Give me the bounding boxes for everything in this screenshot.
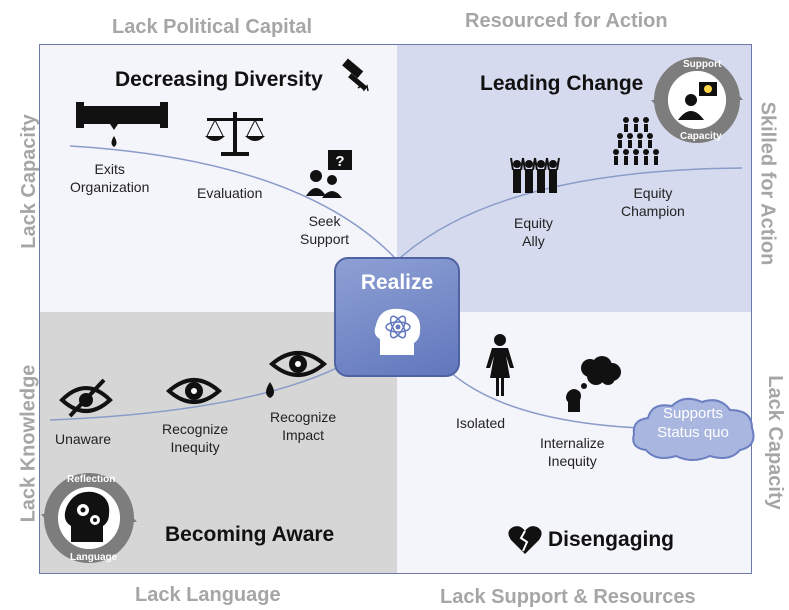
outer-label-top-right: Resourced for Action	[465, 10, 668, 32]
broken-heart-icon	[508, 526, 542, 554]
diagram-frame	[39, 44, 752, 574]
ring-label-language: Language	[70, 552, 118, 563]
eye-icon	[165, 378, 223, 404]
stage-line: Evaluation	[197, 185, 263, 201]
thinking-person-icon	[566, 356, 621, 412]
ring-label-capacity: Capacity	[680, 131, 722, 142]
stage-equity-ally: Equity Ally	[514, 214, 553, 250]
atom-head-icon	[374, 308, 421, 355]
stage-line: Recognize	[270, 409, 337, 425]
svg-text:?: ?	[335, 153, 344, 170]
gavel-icon	[342, 58, 369, 92]
stage-line: Equity	[633, 185, 673, 201]
stage-line: Seek	[308, 213, 341, 229]
stage-exits-organization: Exits Organization	[70, 160, 149, 196]
stage-line: Inequity	[547, 453, 597, 469]
center-realize-box: Realize	[334, 257, 460, 377]
stage-line: Organization	[70, 179, 150, 195]
idea-person-icon	[651, 57, 743, 143]
cloud-icon	[632, 397, 755, 461]
outer-label-bottom-left: Lack Language	[135, 584, 281, 606]
stage-line: Unaware	[55, 431, 112, 447]
outer-label-top-left: Lack Political Capital	[112, 16, 313, 38]
stage-line: Recognize	[162, 421, 229, 437]
title-decreasing-diversity: Decreasing Diversity	[115, 68, 323, 91]
title-disengaging: Disengaging	[548, 528, 675, 551]
stage-line: Exits	[94, 161, 125, 177]
scales-icon	[205, 112, 265, 156]
stage-line: Support	[300, 231, 350, 247]
stage-unaware: Unaware	[55, 430, 111, 448]
title-becoming-aware: Becoming Aware	[165, 523, 335, 546]
group-raising-hands-icon	[510, 157, 560, 193]
ring-label-reflection: Reflection	[67, 474, 116, 485]
leaking-pipe-icon	[76, 102, 168, 147]
stage-line: Impact	[282, 427, 325, 443]
stage-seek-support: Seek Support	[300, 212, 349, 248]
cloud-supports-status-quo: Supports Status quo	[630, 404, 756, 442]
stage-evaluation: Evaluation	[197, 184, 262, 202]
stage-internalize-inequity: Internalize Inequity	[540, 434, 605, 470]
stage-line: Isolated	[456, 415, 506, 431]
question-people-icon: ?	[306, 150, 352, 198]
stage-equity-champion: Equity Champion	[621, 184, 685, 220]
outer-label-bottom-right: Lack Support & Resources	[440, 586, 696, 608]
crowd-pyramid-icon	[613, 117, 659, 165]
center-title: Realize	[360, 271, 434, 294]
cloud-line: Supports	[662, 405, 724, 422]
eye-drop-icon	[266, 351, 328, 398]
stage-line: Inequity	[170, 439, 220, 455]
stage-line: Champion	[621, 203, 685, 219]
ring-label-support: Support	[683, 59, 722, 70]
brain-gears-icon	[41, 473, 137, 563]
stage-line: Ally	[522, 233, 545, 249]
stage-line: Internalize	[540, 435, 605, 451]
eye-slash-icon	[59, 378, 113, 418]
stage-line: Equity	[514, 215, 553, 231]
stage-isolated: Isolated	[456, 414, 505, 432]
stage-recognize-impact: Recognize Impact	[270, 408, 336, 444]
cloud-line: Status quo	[657, 424, 729, 441]
standing-person-icon	[486, 334, 514, 396]
title-leading-change: Leading Change	[480, 72, 644, 95]
stage-recognize-inequity: Recognize Inequity	[162, 420, 228, 456]
